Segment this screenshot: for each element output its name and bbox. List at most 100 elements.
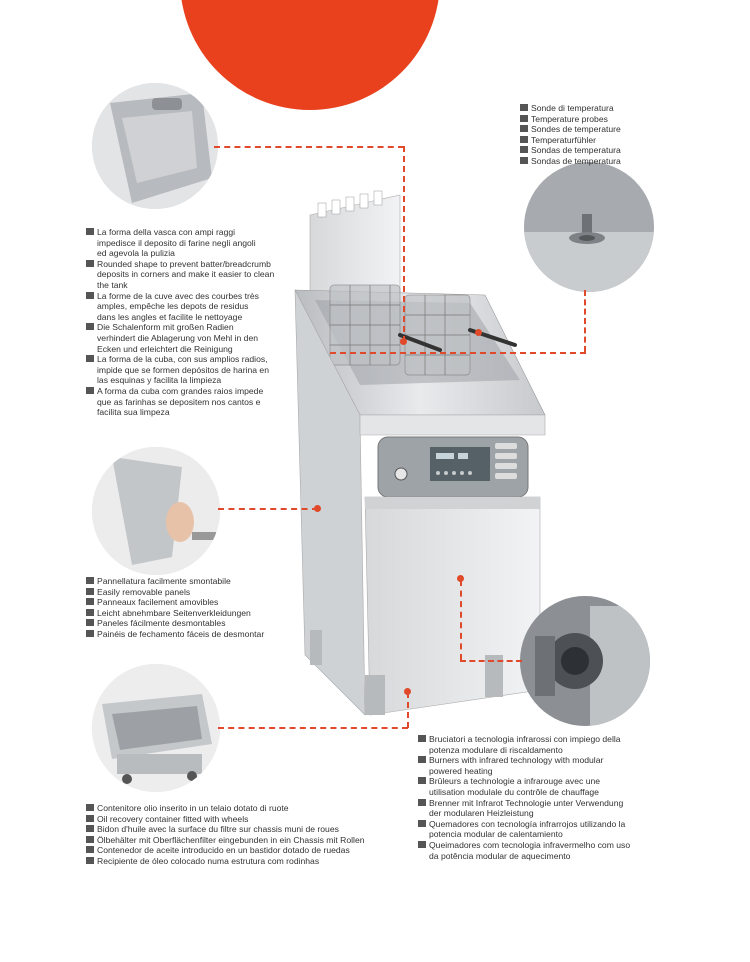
panel-marker-dot	[314, 505, 321, 512]
language-flag-icon	[86, 323, 94, 331]
caption-line-en: Burners with infrared technology with mo…	[418, 755, 678, 776]
burner-photo	[520, 596, 650, 726]
language-flag-icon	[520, 156, 528, 164]
caption-line-fr: Sondes de temperature	[520, 124, 720, 135]
caption-line-pt: A forma da cuba com grandes raios impede…	[86, 386, 304, 418]
language-flag-icon	[520, 104, 528, 111]
caption-text: Queimadores com tecnologia infravermelho…	[429, 839, 631, 861]
caption-line-de: Ölbehälter mit Oberflächenfilter eingebu…	[86, 835, 406, 846]
caption-text: Rounded shape to prevent batter/breadcru…	[97, 258, 275, 290]
caption-line-en: Rounded shape to prevent batter/breadcru…	[86, 259, 304, 291]
language-flag-icon	[86, 587, 94, 595]
caption-line-it: Pannellatura facilmente smontabile	[86, 576, 316, 587]
language-flag-icon	[86, 291, 94, 299]
caption-line-es: Sondas de temperatura	[520, 145, 720, 156]
language-flag-icon	[86, 228, 94, 235]
probe-marker-dot	[475, 329, 482, 336]
caption-text: Quemadores con tecnología infrarrojos ut…	[429, 818, 626, 840]
caption-text: Temperaturfühler	[531, 134, 596, 145]
orange-header-arc	[180, 0, 440, 110]
probe-connector-v	[584, 290, 586, 352]
tank-connector-h	[214, 146, 404, 148]
caption-text: Contenitore olio inserito in un telaio d…	[97, 803, 289, 813]
caption-line-es: Quemadores con tecnología infrarrojos ut…	[418, 819, 678, 840]
caption-text: Burners with infrared technology with mo…	[429, 755, 604, 776]
burners-caption: Bruciatori a tecnologia infrarossi con i…	[418, 734, 678, 861]
caption-text: Brenner mit Infrarot Technologie unter V…	[429, 797, 624, 819]
language-flag-icon	[86, 386, 94, 394]
caption-line-it: Contenitore olio inserito in un telaio d…	[86, 803, 406, 814]
oil-marker-dot	[404, 688, 411, 695]
caption-text: A forma da cuba com grandes raios impede…	[97, 385, 264, 418]
tank-marker-dot	[400, 338, 407, 345]
language-flag-icon	[86, 856, 94, 864]
language-flag-icon	[86, 825, 94, 833]
caption-text: Panneaux facilement amovibles	[97, 597, 219, 608]
oil-connector-h	[218, 727, 408, 729]
language-flag-icon	[418, 777, 426, 785]
burner-marker-dot	[457, 575, 464, 582]
caption-line-es: La forma de la cuba, con sus amplios rad…	[86, 354, 304, 386]
caption-text: Bruciatori a tecnologia infrarossi con i…	[429, 734, 621, 755]
caption-text: Sondas de temperatura	[531, 145, 621, 156]
language-flag-icon	[86, 608, 94, 616]
caption-line-it: Bruciatori a tecnologia infrarossi con i…	[418, 734, 678, 755]
language-flag-icon	[418, 819, 426, 827]
caption-text: Painéis de fechamento fáceis de desmonta…	[97, 628, 265, 639]
caption-line-en: Easily removable panels	[86, 587, 316, 598]
caption-line-fr: Brûleurs a technologie a infrarouge avec…	[418, 776, 678, 797]
caption-text: Easily removable panels	[97, 586, 191, 597]
language-flag-icon	[86, 259, 94, 267]
language-flag-icon	[418, 756, 426, 764]
probe-photo	[524, 162, 654, 292]
caption-line-pt: Sondas de temperatura	[520, 156, 720, 167]
caption-line-en: Oil recovery container fitted with wheel…	[86, 814, 406, 825]
caption-text: Brûleurs a technologie a infrarouge avec…	[429, 776, 601, 797]
language-flag-icon	[86, 577, 94, 584]
caption-line-de: Brenner mit Infrarot Technologie unter V…	[418, 798, 678, 819]
language-flag-icon	[86, 846, 94, 854]
caption-line-fr: La forme de la cuve avec des courbes trè…	[86, 291, 304, 323]
caption-text: La forme de la cuve avec des courbes trè…	[97, 290, 259, 322]
fryer-illustration	[294, 190, 546, 716]
caption-line-pt: Queimadores com tecnologia infravermelho…	[418, 840, 678, 861]
tank-connector-v	[403, 146, 405, 342]
caption-line-pt: Painéis de fechamento fáceis de desmonta…	[86, 629, 316, 640]
language-flag-icon	[520, 146, 528, 154]
caption-text: Temperature probes	[531, 113, 608, 124]
language-flag-icon	[86, 619, 94, 627]
language-flag-icon	[86, 835, 94, 843]
oil-container-photo	[92, 664, 220, 792]
caption-line-de: Temperaturfühler	[520, 135, 720, 146]
caption-line-en: Temperature probes	[520, 114, 720, 125]
caption-line-fr: Bidon d'huile avec la surface du filtre …	[86, 824, 406, 835]
caption-line-es: Paneles fácilmente desmontables	[86, 618, 316, 629]
language-flag-icon	[86, 629, 94, 637]
caption-text: Contenedor de aceite introducido en un b…	[97, 845, 350, 856]
burner-connector-v	[460, 580, 462, 660]
caption-line-de: Leicht abnehmbare Seitenverkleidungen	[86, 608, 316, 619]
caption-text: Paneles fácilmente desmontables	[97, 618, 226, 629]
oil-caption: Contenitore olio inserito in un telaio d…	[86, 803, 406, 867]
caption-text: Bidon d'huile avec la surface du filtre …	[97, 824, 339, 835]
language-flag-icon	[86, 814, 94, 822]
language-flag-icon	[86, 804, 94, 811]
language-flag-icon	[520, 125, 528, 133]
language-flag-icon	[418, 840, 426, 848]
caption-line-it: Sonde di temperatura	[520, 103, 720, 114]
caption-text: La forma de la cuba, con sus amplios rad…	[97, 354, 269, 386]
oil-connector-v	[407, 692, 409, 728]
caption-text: Sonde di temperatura	[531, 103, 614, 113]
caption-text: Sondes de temperature	[531, 124, 621, 135]
panel-photo	[92, 447, 220, 575]
caption-text: Ölbehälter mit Oberflächenfilter eingebu…	[97, 834, 365, 845]
burner-connector-h	[460, 660, 522, 662]
caption-text: Leicht abnehmbare Seitenverkleidungen	[97, 607, 251, 618]
caption-text: Sondas de temperatura	[531, 155, 621, 166]
